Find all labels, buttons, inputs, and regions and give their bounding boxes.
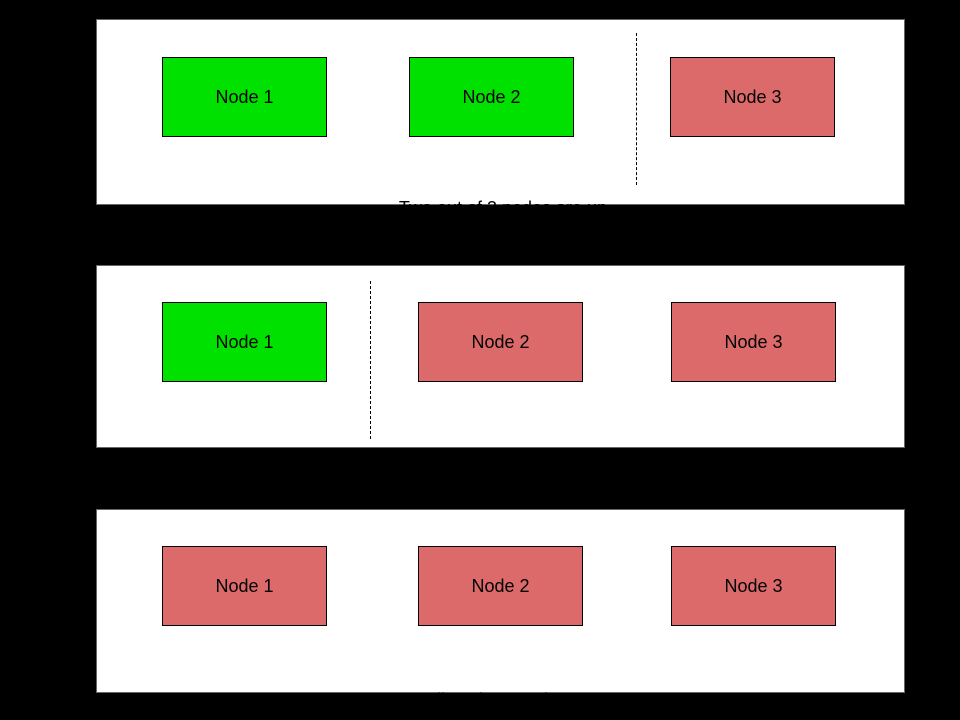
panel-two-nodes-down: Node 1 Node 2 Node 3 Two out of 3 nodes … xyxy=(96,265,905,537)
node-2-label: Node 2 xyxy=(462,86,521,107)
node-3-label: Node 3 xyxy=(724,575,783,596)
node-2-box: Node 2 xyxy=(409,57,574,137)
node-2-box: Node 2 xyxy=(418,302,583,382)
node-1-box: Node 1 xyxy=(162,302,327,382)
panel-two-nodes-up: Node 1 Node 2 Node 3 Two out of 3 nodes … xyxy=(96,19,905,287)
node-2-label: Node 2 xyxy=(471,331,530,352)
caption-line-1: All Nodes are down xyxy=(424,690,582,710)
node-1-box: Node 1 xyxy=(162,546,327,626)
node-3-label: Node 3 xyxy=(724,331,783,352)
partition-divider-line xyxy=(370,281,371,439)
node-3-box: Node 3 xyxy=(671,302,836,382)
partition-divider-line xyxy=(636,33,637,185)
node-1-box: Node 1 xyxy=(162,57,327,137)
node-1-label: Node 1 xyxy=(215,575,274,596)
node-1-label: Node 1 xyxy=(215,331,274,352)
node-2-label: Node 2 xyxy=(471,575,530,596)
node-2-box: Node 2 xyxy=(418,546,583,626)
panel-caption: All Nodes are down Majority Fails & Clus… xyxy=(203,643,803,720)
panel-all-nodes-down: Node 1 Node 2 Node 3 All Nodes are down … xyxy=(96,509,905,710)
caption-line-1: Two out of 3 nodes are down xyxy=(387,448,619,468)
node-3-box: Node 3 xyxy=(671,546,836,626)
node-3-box: Node 3 xyxy=(670,57,835,137)
caption-line-1: Two out of 3 nodes are up xyxy=(398,198,608,218)
node-3-label: Node 3 xyxy=(723,86,782,107)
node-1-label: Node 1 xyxy=(215,86,274,107)
